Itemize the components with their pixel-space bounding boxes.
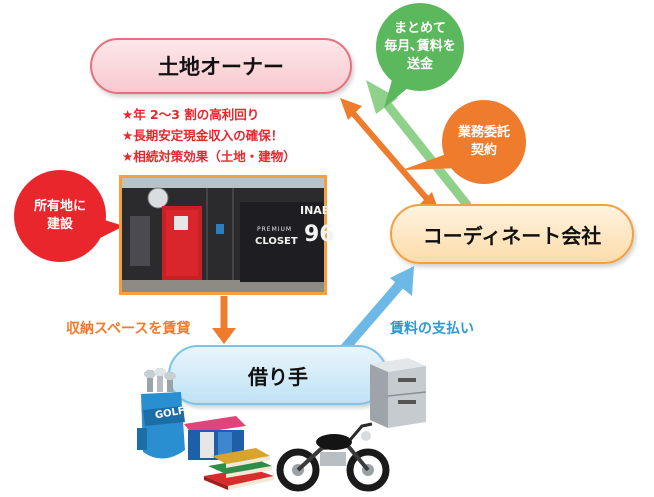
storage-building-photo: PREMIUM CLOSET INAB 96 (119, 175, 335, 295)
motorcycle-icon (276, 422, 390, 492)
green-arrow (366, 80, 472, 209)
monthly-rent-bubble: まとめて 毎月､賃料を 送金 (376, 3, 464, 91)
sign-premium: PREMIUM (257, 226, 293, 233)
build-bubble: 所有地に 建設 (14, 170, 106, 262)
filing-cabinet-icon (370, 358, 427, 428)
sign-big: INAB (300, 204, 331, 217)
payment-label: 賃料の支払い (390, 321, 474, 337)
contract-bubble: 業務委託 契約 (442, 100, 526, 184)
land-owner-node: 土地オーナー (90, 38, 352, 94)
books-icon (204, 448, 274, 490)
benefit-stable-income: ★長期安定現金収入の確保！ (122, 128, 284, 143)
payment-arrow (341, 266, 414, 352)
build-text: 所有地に 建設 (33, 199, 86, 232)
benefit-yield: ★年 2～3 割の高利回り (122, 107, 260, 122)
benefit-inheritance: ★相続対策効果（土地・建物） (122, 149, 296, 164)
lease-arrow (212, 296, 236, 344)
sign-number: 96 (304, 222, 335, 247)
borrower-label: 借り手 (248, 364, 308, 389)
borrower-node: 借り手 (168, 345, 388, 405)
sign-closet: CLOSET (255, 236, 298, 247)
coordinate-company-label: コーディネート会社 (422, 223, 602, 248)
lease-label: 収納スペースを賃貸 (66, 321, 191, 337)
monthly-rent-text: まとめて 毎月､賃料を 送金 (384, 21, 456, 72)
coordinate-company-node: コーディネート会社 (390, 204, 634, 264)
contract-text: 業務委託 契約 (457, 125, 510, 158)
golf-bag-icon (137, 368, 185, 459)
land-owner-label: 土地オーナー (158, 55, 284, 79)
storage-box-icon (184, 416, 246, 460)
